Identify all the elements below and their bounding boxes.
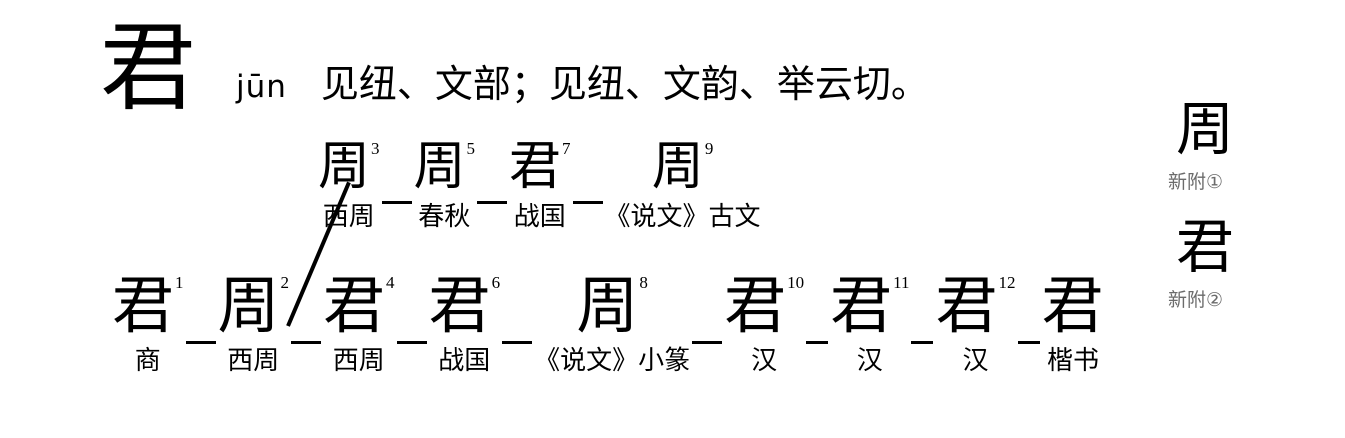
glyph-era-label: 汉 [962,346,989,375]
glyph-index: 10 [787,273,805,292]
link-dash [502,341,533,344]
evolution-glyph: 周 [318,139,371,196]
evolution-glyph: 周 [217,273,280,341]
evolution-glyph: 君 [112,273,175,341]
evolution-cell: 周 5 春秋 [413,139,476,231]
link-dash [911,341,934,344]
link-dash [185,341,216,344]
evolution-glyph: 君 [830,273,893,341]
glyph-index: 9 [704,139,714,158]
evolution-glyph: 周 [651,139,704,196]
glyph-wrap: 周 9 [651,139,714,196]
glyph-era-label: 《说文》古文 [604,202,761,231]
link-dash [692,341,723,344]
glyph-index: 2 [280,273,290,292]
link-dash [381,201,412,204]
glyph-era-label: 西周 [227,346,280,375]
supplemental-glyph: 君 [1176,214,1235,280]
evolution-glyph: 君 [935,273,998,341]
glyph-wrap: 君 1 [112,273,184,341]
link-dash [477,201,508,204]
link-dash [572,201,603,204]
glyph-wrap: 君 11 [830,273,910,341]
glyph-index: 4 [386,273,395,292]
link-dash [396,341,427,344]
evolution-cell: 周 2 西周 [217,273,290,375]
evolution-row-upper: 周 3 西周 周 5 春秋 君 7 战国 周 9 [318,139,761,231]
glyph-era-label: 汉 [856,346,883,375]
glyph-wrap: 君 10 [724,273,805,341]
evolution-glyph: 君 [323,273,386,341]
supplemental-forms-panel: 周 新附① 君 新附② [1168,97,1318,312]
evolution-glyph: 周 [413,139,466,196]
glyph-index: 12 [998,273,1016,292]
evolution-row-main: 君 1 商 周 2 西周 君 4 西周 君 6 [112,273,1105,375]
glyph-index: 3 [371,139,380,158]
glyph-era-label: 西周 [322,202,375,231]
pinyin-reading: jūn [236,69,287,105]
glyph-index: 1 [175,273,184,292]
glyph-wrap: 君 4 [323,273,395,341]
evolution-cell: 君 1 商 [112,273,184,375]
link-dash [291,341,322,344]
glyph-wrap: 周 8 [576,273,648,341]
headword-character: 君 [100,14,196,122]
evolution-cell: 君 12 汉 [935,273,1016,375]
supplemental-form-item: 君 新附② [1168,214,1318,312]
glyph-wrap: 君 7 [509,139,571,196]
glyph-era-label: 《说文》小篆 [534,346,691,375]
glyph-index: 11 [893,273,910,292]
glyph-era-label: 汉 [751,346,778,375]
link-dash [1017,341,1040,344]
supplemental-label: 新附① [1168,170,1224,193]
evolution-cell: 君 7 战国 [509,139,571,231]
evolution-glyph: 君 [1041,273,1104,341]
evolution-glyph: 君 [509,139,562,196]
evolution-cell: 周 3 西周 [318,139,380,231]
evolution-cell: 周 9 《说文》古文 [604,139,761,231]
glyph-index: 8 [639,273,648,292]
evolution-cell: 君 10 汉 [724,273,805,375]
glyph-era-label: 春秋 [418,202,471,231]
glyph-wrap: 周 5 [413,139,476,196]
glyph-wrap: 君 12 [935,273,1016,341]
glyph-era-label: 西周 [332,346,385,375]
glyph-index: 5 [466,139,476,158]
evolution-cell: 君 楷书 [1042,276,1105,374]
evolution-cell: 君 11 汉 [830,273,910,375]
supplemental-label: 新附② [1168,288,1224,311]
supplemental-glyph: 周 [1176,97,1235,162]
glyph-era-label: 楷书 [1047,346,1100,375]
evolution-cell: 君 4 西周 [323,273,395,375]
evolution-glyph: 君 [428,273,491,341]
evolution-glyph: 君 [724,273,787,341]
glyph-wrap: 周 3 [318,139,380,196]
glyph-era-label: 战国 [513,202,566,231]
glyph-wrap: 君 6 [428,273,501,341]
glyph-era-label: 战国 [438,346,491,375]
phonology-gloss: 见纽、文部；见纽、文韵、举云切。 [320,64,929,106]
glyph-era-label: 商 [134,346,161,375]
evolution-glyph: 周 [576,273,639,341]
supplemental-form-item: 周 新附① [1168,97,1318,194]
glyph-wrap: 君 [1042,276,1105,338]
glyph-index: 6 [491,273,501,292]
evolution-cell: 周 8 《说文》小篆 [534,273,691,375]
evolution-cell: 君 6 战国 [428,273,501,375]
glyph-wrap: 周 2 [217,273,290,341]
glyph-index: 7 [562,139,571,158]
link-dash [806,341,829,344]
entry-header: 君 jūn 见纽、文部；见纽、文韵、举云切。 [100,14,929,122]
